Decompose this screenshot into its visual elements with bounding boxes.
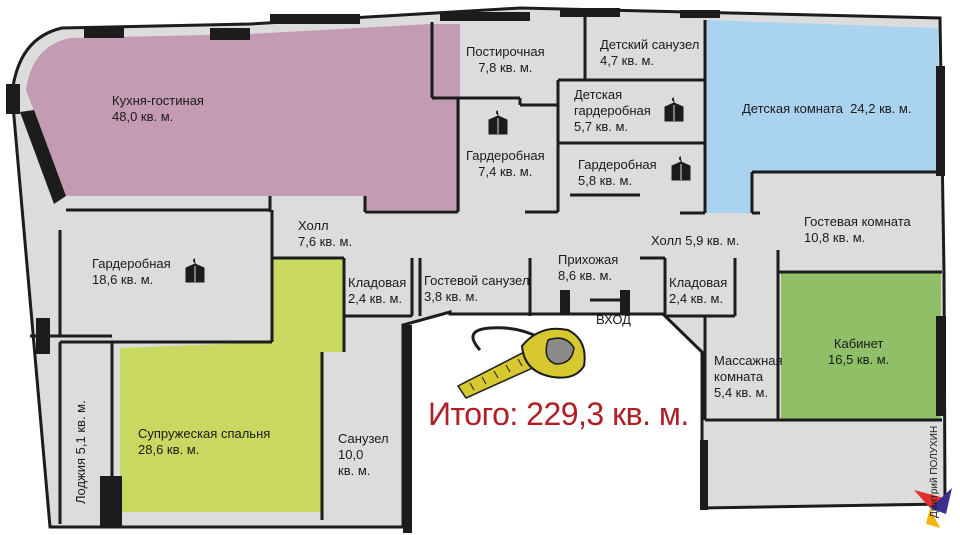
room-area: 3,8 кв. м. — [424, 289, 479, 304]
office-fill — [781, 272, 941, 420]
room-area: 7,6 кв. м. — [298, 234, 353, 249]
wardrobe-icon — [488, 110, 508, 135]
room-area: 24,2 кв. м. — [850, 101, 912, 116]
room-area: 48,0 кв. м. — [112, 109, 174, 124]
total-area: Итого: 229,3 кв. м. — [428, 396, 689, 432]
room-area: 2,4 кв. м. — [669, 291, 724, 306]
room-name: Массажная — [714, 353, 783, 368]
room-label-laundry: Постирочная 7,8 кв. м. — [466, 44, 545, 76]
room-label-loggia: Лоджия 5,1 кв. м. — [73, 400, 89, 504]
room-area: 18,6 кв. м. — [92, 272, 154, 287]
room-label-office: Кабинет 16,5 кв. м. — [828, 336, 889, 368]
room-area: 10,0 — [338, 447, 364, 462]
room-label-massage: Массажная комната 5,4 кв. м. — [714, 353, 783, 401]
room-area: 5,4 кв. м. — [714, 385, 769, 400]
room-name: Гостевая комната — [804, 214, 911, 229]
room-name: Лоджия 5,1 кв. м. — [73, 400, 88, 504]
room-label-pantry-right: Кладовая 2,4 кв. м. — [669, 275, 727, 307]
room-area: 16,5 кв. м. — [828, 352, 890, 367]
wardrobe-icon — [185, 258, 205, 283]
room-label-guest-bath: Гостевой санузел 3,8 кв. м. — [424, 273, 529, 305]
room-name: Кухня-гостиная — [112, 93, 204, 108]
room-area: 4,7 кв. м. — [600, 53, 655, 68]
room-name-line2: гардеробная — [574, 103, 651, 118]
room-name: Гардеробная — [92, 256, 171, 271]
room-name: Холл 5,9 кв. м. — [651, 233, 740, 248]
room-name: Кабинет — [833, 336, 884, 351]
room-area: 28,6 кв. м. — [138, 442, 200, 457]
room-name: Санузел — [338, 431, 389, 446]
author-credit: Дмитрий ПОЛУХИН — [929, 425, 940, 518]
interior-walls — [30, 14, 942, 524]
room-name: Гардеробная — [578, 157, 657, 172]
room-label-wardrobe-mid: Гардеробная 7,4 кв. м. — [466, 148, 545, 180]
room-label-guest-room: Гостевая комната 10,8 кв. м. — [804, 214, 911, 246]
room-area: 7,8 кв. м. — [478, 60, 533, 75]
wardrobe-icon — [664, 97, 684, 122]
room-name: Детский санузел — [600, 37, 700, 52]
room-label-hall-left: Холл 7,6 кв. м. — [298, 218, 352, 250]
room-name: Гардеробная — [466, 148, 545, 163]
room-name-area: Детская комната 24,2 кв. м. — [742, 101, 911, 117]
room-name: Детская — [574, 87, 623, 102]
room-label-bedroom: Супружеская спальня 28,6 кв. м. — [138, 426, 270, 458]
room-area: 5,7 кв. м. — [574, 119, 629, 134]
room-name-line2: комната — [714, 369, 764, 384]
room-label-pantry-left: Кладовая 2,4 кв. м. — [348, 275, 406, 307]
measuring-tape-icon — [456, 326, 586, 399]
room-name: Постирочная — [466, 44, 545, 59]
room-area: 8,6 кв. м. — [558, 268, 613, 283]
room-label-kids-bath: Детский санузел 4,7 кв. м. — [600, 37, 699, 69]
bedroom-fill — [120, 258, 344, 512]
room-name: Гостевой санузел — [424, 273, 530, 288]
room-name: Кладовая — [669, 275, 728, 290]
wardrobe-icon — [671, 156, 691, 181]
room-name: Прихожая — [558, 252, 619, 267]
kitchen-fill — [26, 24, 460, 210]
room-label-hall-right: Холл 5,9 кв. м. — [651, 233, 739, 249]
entrance-label: ВХОД — [596, 312, 631, 327]
room-area: 2,4 кв. м. — [348, 291, 403, 306]
room-name: Кладовая — [348, 275, 407, 290]
room-name: Супружеская спальня — [138, 426, 271, 441]
room-area: 10,8 кв. м. — [804, 230, 866, 245]
room-area-unit: кв. м. — [338, 463, 371, 478]
room-name: Детская комната — [742, 101, 843, 116]
walls — [6, 8, 946, 533]
room-area: 5,8 кв. м. — [578, 173, 633, 188]
room-label-bathroom: Санузел 10,0 кв. м. — [338, 431, 389, 479]
room-label-kids-wardrobe: Детская гардеробная 5,7 кв. м. — [574, 87, 651, 135]
kids-room-fill — [705, 20, 938, 213]
room-label-wardrobe-big: Гардеробная 18,6 кв. м. — [92, 256, 171, 288]
room-label-kids-room: Детская комната 24,2 кв. м. — [742, 101, 911, 117]
room-label-entry: Прихожая 8,6 кв. м. — [558, 252, 618, 284]
room-label-wardrobe-small: Гардеробная 5,8 кв. м. — [578, 157, 657, 189]
room-label-kitchen: Кухня-гостиная 48,0 кв. м. — [112, 93, 204, 125]
room-name: Холл — [298, 218, 329, 233]
room-area: 7,4 кв. м. — [478, 164, 533, 179]
bird-logo-icon — [914, 488, 952, 528]
